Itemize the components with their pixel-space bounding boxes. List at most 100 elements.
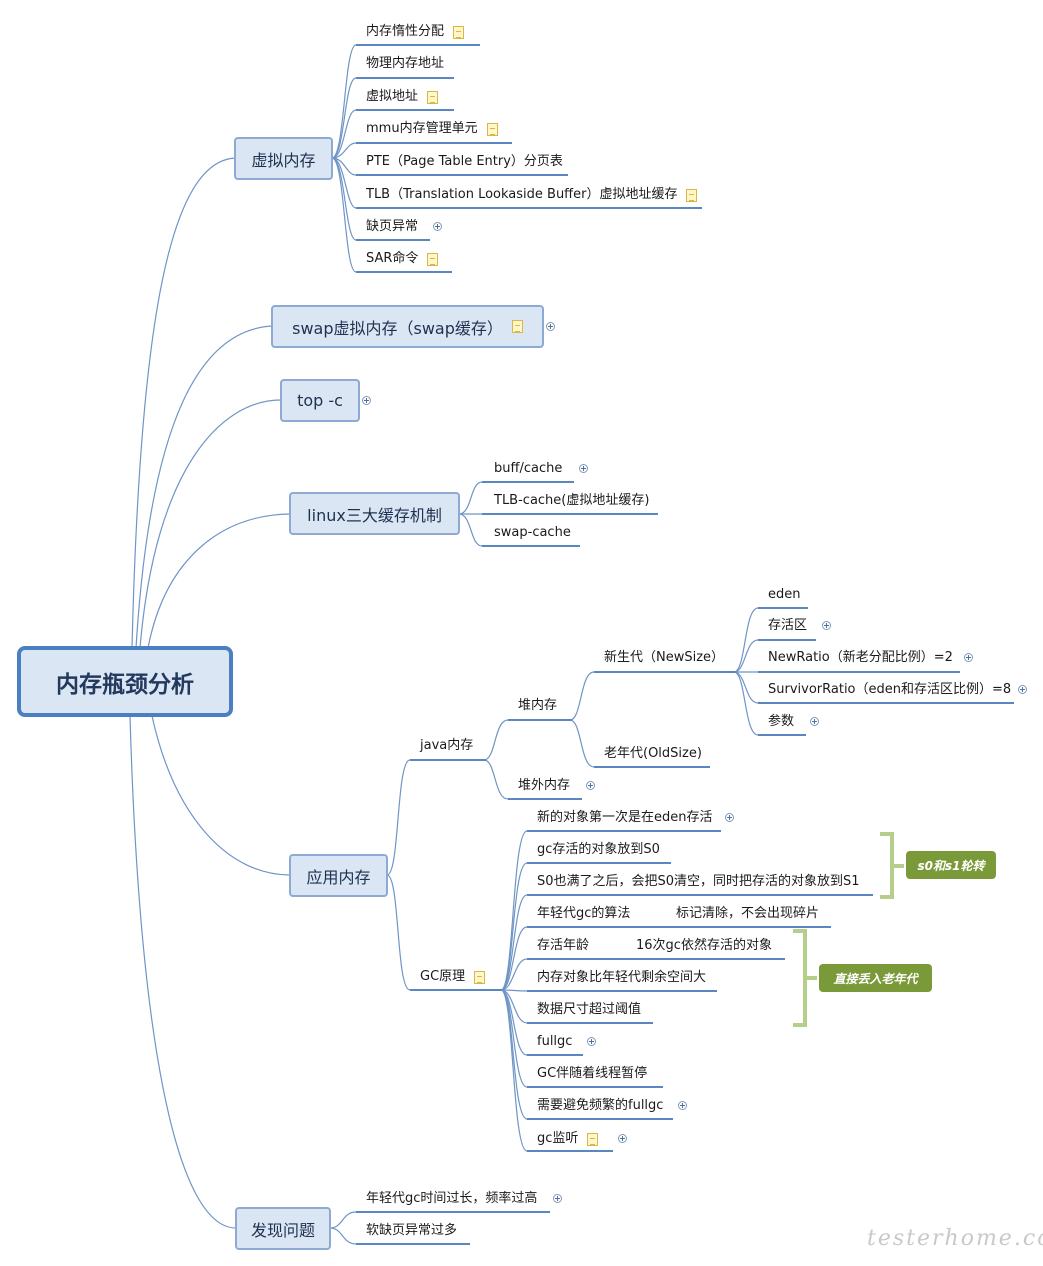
root-node[interactable]: 内存瓶颈分析 (17, 646, 233, 717)
branch-label: 发现问题 (250, 1220, 315, 1240)
leaf-underline (410, 989, 502, 991)
leaf-node[interactable]: 内存惰性分配 (366, 24, 465, 41)
leaf-node[interactable]: 标记清除，不会出现碎片 (676, 906, 819, 923)
branch-problems[interactable]: 发现问题 (235, 1207, 331, 1250)
leaf-node[interactable]: 缺页异常 (366, 219, 418, 236)
leaf-node[interactable]: NewRatio（新老分配比例）=2 (768, 650, 953, 667)
note-icon[interactable] (474, 970, 486, 984)
branch-virtual-memory[interactable]: 虚拟内存 (234, 137, 333, 180)
leaf-node[interactable]: fullgc (537, 1034, 572, 1051)
leaf-underline (758, 734, 806, 736)
leaf-label: fullgc (537, 1034, 573, 1049)
note-icon[interactable] (453, 25, 465, 39)
leaf-underline (356, 271, 452, 273)
leaf-label: SAR命令 (366, 251, 419, 266)
expand-icon[interactable] (362, 396, 371, 405)
note-icon[interactable] (427, 252, 439, 266)
tag-label: s0和s1轮转 (917, 858, 985, 873)
leaf-node[interactable]: 数据尺寸超过阈值 (537, 1002, 641, 1019)
leaf-label: NewRatio（新老分配比例）=2 (768, 650, 953, 665)
leaf-label: TLB-cache(虚拟地址缓存) (494, 493, 650, 508)
leaf-label: 需要避免频繁的fullgc (537, 1098, 664, 1113)
leaf-label: 老年代(OldSize) (604, 746, 702, 761)
leaf-node[interactable]: 物理内存地址 (366, 56, 444, 73)
leaf-underline (527, 830, 721, 832)
leaf-node[interactable]: swap-cache (494, 525, 571, 542)
leaf-node[interactable]: eden (768, 587, 801, 604)
leaf-underline (508, 719, 572, 721)
leaf-node[interactable]: S0也满了之后，会把S0清空，同时把存活的对象放到S1 (537, 874, 860, 891)
leaf-node[interactable]: 年轻代gc的算法 (537, 906, 630, 923)
offheap-node[interactable]: 堆外内存 (518, 778, 570, 795)
expand-icon[interactable] (678, 1101, 687, 1110)
leaf-underline (356, 239, 430, 241)
leaf-label: mmu内存管理单元 (366, 121, 478, 136)
leaf-underline (356, 44, 480, 46)
heap-node[interactable]: 堆内存 (518, 698, 557, 715)
leaf-underline (645, 926, 831, 928)
branch-swap[interactable]: swap虚拟内存（swap缓存） (271, 305, 544, 348)
leaf-underline (527, 990, 717, 992)
note-icon[interactable] (587, 1132, 599, 1146)
expand-icon[interactable] (964, 653, 973, 662)
expand-icon[interactable] (822, 621, 831, 630)
leaf-label: 软缺页异常过多 (366, 1223, 458, 1238)
leaf-underline (410, 759, 486, 761)
leaf-label: TLB（Translation Lookaside Buffer）虚拟地址缓存 (366, 187, 678, 202)
leaf-node[interactable]: 新的对象第一次是在eden存活 (537, 810, 713, 827)
leaf-underline (527, 1022, 653, 1024)
note-icon[interactable] (511, 320, 523, 333)
leaf-node[interactable]: 需要避免频繁的fullgc (537, 1098, 663, 1115)
expand-icon[interactable] (587, 1037, 596, 1046)
leaf-label: 新的对象第一次是在eden存活 (537, 810, 713, 825)
note-icon[interactable] (686, 188, 698, 202)
leaf-node[interactable]: 软缺页异常过多 (366, 1223, 457, 1240)
leaf-label: SurvivorRatio（eden和存活区比例）=8 (768, 682, 1012, 697)
note-icon[interactable] (486, 122, 498, 136)
leaf-node[interactable]: SAR命令 (366, 251, 439, 268)
leaf-node[interactable]: SurvivorRatio（eden和存活区比例）=8 (768, 682, 1011, 699)
branch-app-memory[interactable]: 应用内存 (289, 854, 388, 897)
watermark: testerhome.com (867, 1226, 1043, 1251)
leaf-node[interactable]: 存活年龄 (537, 938, 589, 955)
leaf-node[interactable]: 内存对象比年轻代剩余空间大 (537, 970, 706, 987)
branch-linux-cache[interactable]: linux三大缓存机制 (289, 492, 460, 535)
leaf-node[interactable]: PTE（Page Table Entry）分页表 (366, 154, 563, 171)
expand-icon[interactable] (725, 813, 734, 822)
branch-top[interactable]: top -c (280, 379, 360, 422)
leaf-node[interactable]: TLB-cache(虚拟地址缓存) (494, 493, 649, 510)
leaf-label: 堆外内存 (518, 778, 571, 793)
leaf-underline (594, 671, 736, 673)
leaf-node[interactable]: buff/cache (494, 461, 562, 478)
expand-icon[interactable] (553, 1194, 562, 1203)
gc-node[interactable]: GC原理 (420, 969, 486, 986)
leaf-node[interactable]: TLB（Translation Lookaside Buffer）虚拟地址缓存 (366, 187, 698, 204)
expand-icon[interactable] (586, 781, 595, 790)
leaf-node[interactable]: mmu内存管理单元 (366, 121, 498, 138)
leaf-label: 存活年龄 (537, 938, 590, 953)
leaf-node[interactable]: gc存活的对象放到S0 (537, 842, 660, 859)
leaf-node[interactable]: 参数 (768, 714, 794, 731)
note-icon[interactable] (427, 90, 439, 104)
expand-icon[interactable] (618, 1134, 627, 1143)
young-gen-node[interactable]: 新生代（NewSize） (604, 650, 724, 667)
branch-label: linux三大缓存机制 (307, 505, 442, 525)
leaf-underline (356, 142, 512, 144)
leaf-node[interactable]: 存活区 (768, 618, 807, 635)
leaf-label: 标记清除，不会出现碎片 (676, 906, 820, 921)
expand-icon[interactable] (546, 322, 555, 331)
expand-icon[interactable] (579, 464, 588, 473)
expand-icon[interactable] (433, 222, 442, 231)
leaf-underline (356, 1243, 470, 1245)
leaf-node[interactable]: 虚拟地址 (366, 89, 439, 106)
leaf-node[interactable]: gc监听 (537, 1131, 599, 1148)
java-node[interactable]: java内存 (420, 738, 473, 755)
leaf-underline (594, 766, 710, 768)
old-gen-node[interactable]: 老年代(OldSize) (604, 746, 702, 763)
expand-icon[interactable] (810, 717, 819, 726)
leaf-node[interactable]: GC伴随着线程暂停 (537, 1066, 647, 1083)
expand-icon[interactable] (1018, 685, 1027, 694)
leaf-node[interactable]: 年轻代gc时间过长，频率过高 (366, 1191, 537, 1208)
leaf-node[interactable]: 16次gc依然存活的对象 (636, 938, 772, 955)
